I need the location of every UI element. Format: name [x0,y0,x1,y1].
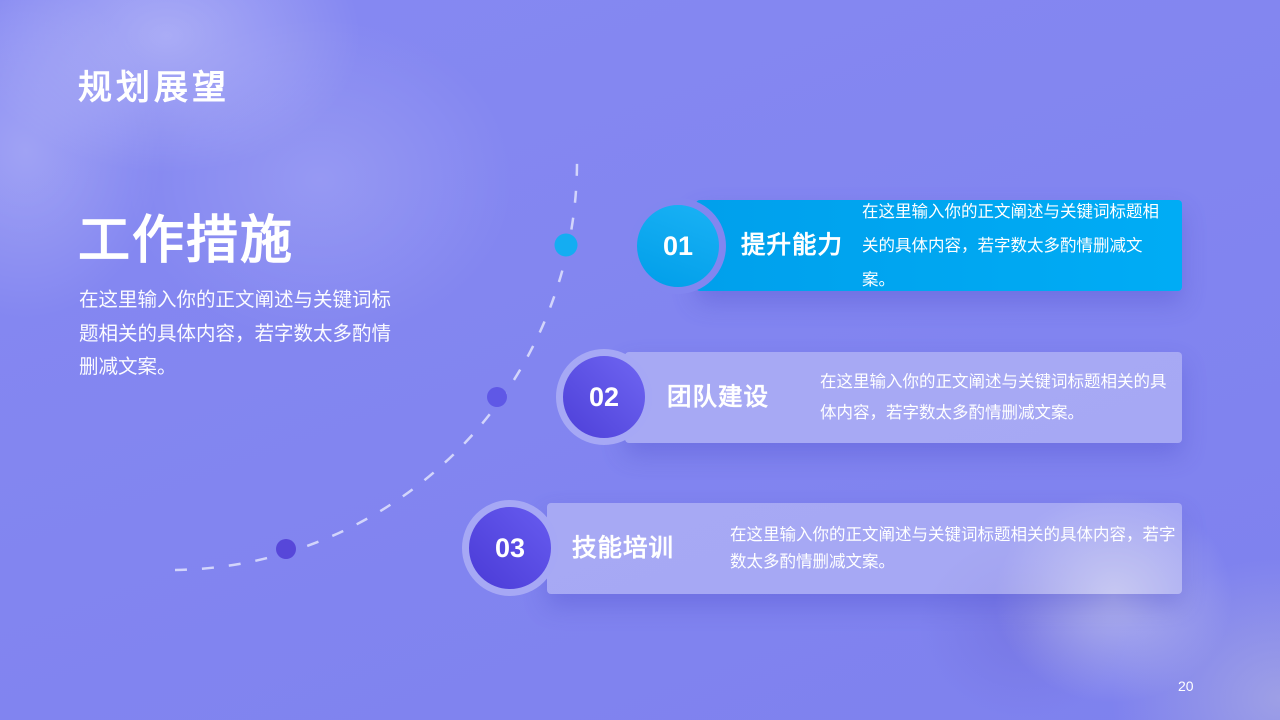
step2-number: 02 [588,381,620,412]
step1-number-badge: 01 [630,198,726,294]
slide-heading: 工作措施 [78,212,295,270]
step1-description: 在这里输入你的正文阐述与关键词标题相关的具体内容，若字数太多酌情删减文案。 [862,202,1159,289]
step1-number: 01 [662,230,694,261]
step3-title: 技能培训 [572,535,674,562]
curve-dot-3 [554,233,578,257]
step1-bar [696,200,1182,291]
step2-description: 在这里输入你的正文阐述与关键词标题相关的具体内容，若字数太多酌情删减文案。 [820,372,1167,422]
step3-number-badge: 03 [462,500,558,596]
step2-title: 团队建设 [667,384,769,411]
step1-title: 提升能力 [741,232,843,259]
curve-dot-2 [487,387,507,407]
curve-dot-1 [276,539,296,559]
step3-bar [547,503,1182,594]
slide-body-text: 在这里输入你的正文阐述与关键词标题相关的具体内容，若字数太多酌情删减文案。 [79,289,392,378]
step3-number: 03 [494,532,526,563]
page-number: 20 [1178,678,1194,694]
slide-kicker: 规划展望 [78,69,230,107]
step3-description: 在这里输入你的正文阐述与关键词标题相关的具体内容，若字数太多酌情删减文案。 [730,525,1176,571]
step2-number-badge: 02 [556,349,652,445]
step2-bar [625,352,1182,443]
